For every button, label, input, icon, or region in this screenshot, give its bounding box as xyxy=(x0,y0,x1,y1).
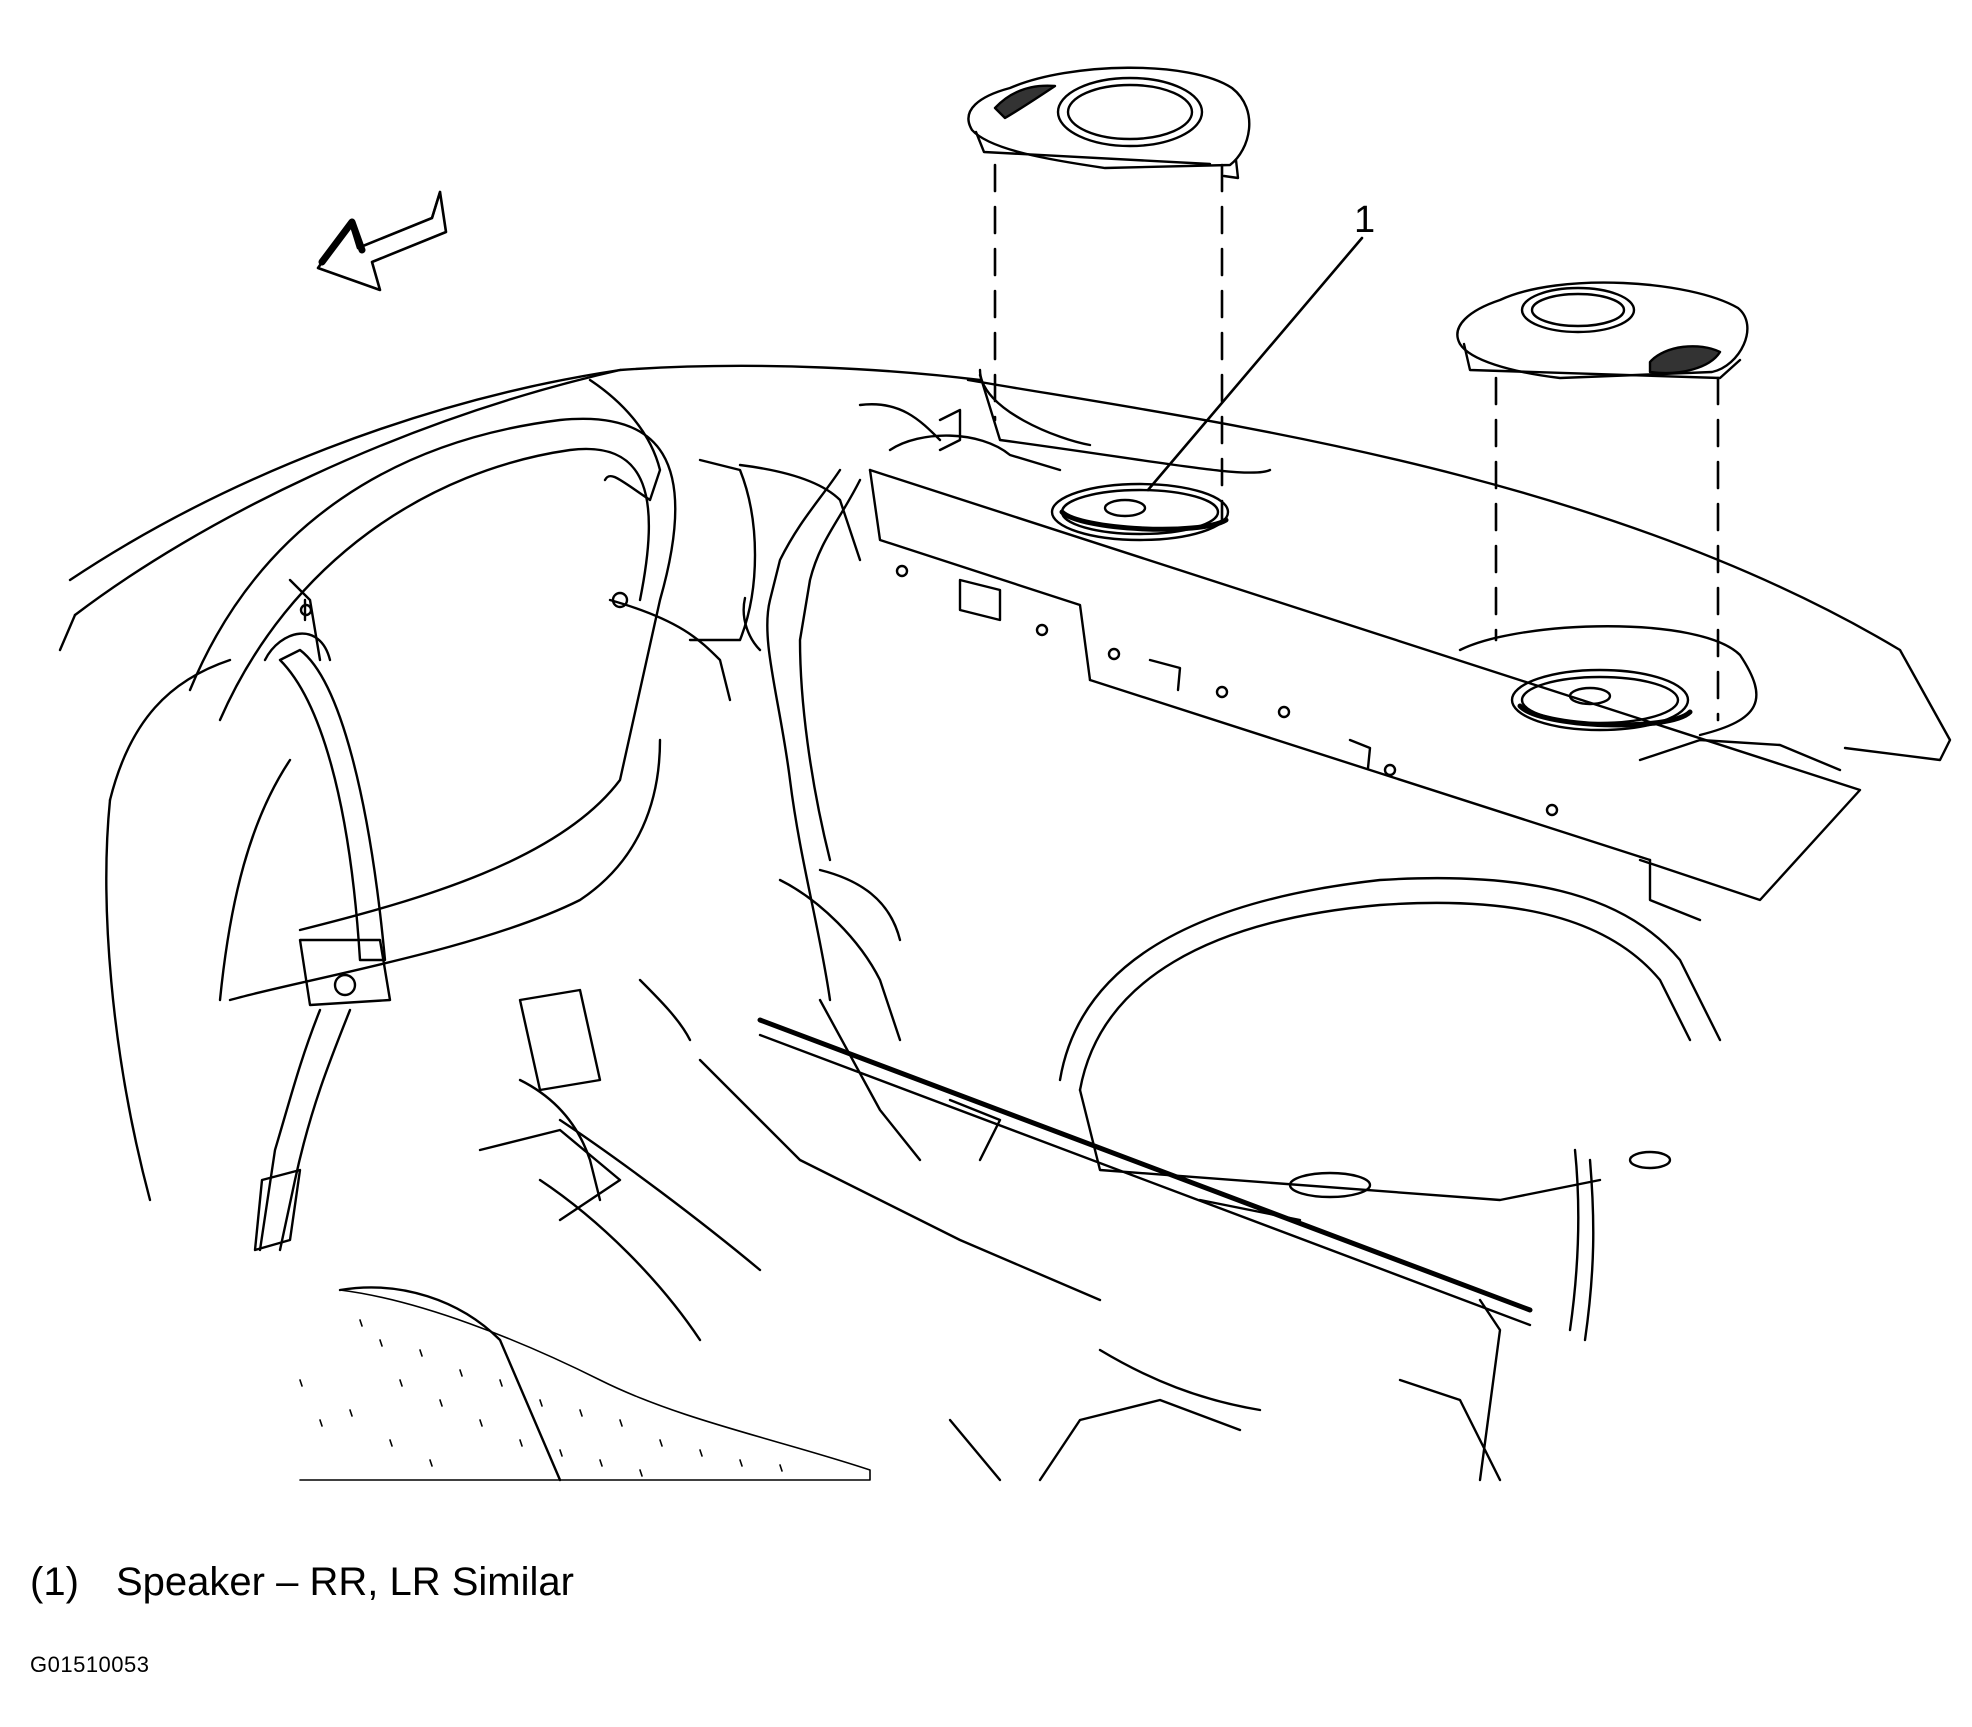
trunk-and-floor xyxy=(340,870,1720,1480)
rear-speaker-right xyxy=(1052,484,1228,540)
alignment-dashed-lines xyxy=(995,165,1718,720)
rear-speaker-left xyxy=(1512,670,1690,730)
forward-direction-arrow xyxy=(318,192,446,290)
floor-carpet xyxy=(300,1290,870,1480)
c-pillar-trim xyxy=(590,380,960,1000)
shelf-fastener-holes xyxy=(897,566,1557,815)
left-quarter-trim xyxy=(60,366,980,1200)
rear-speaker-grille-upper xyxy=(968,68,1249,178)
legend-description: Speaker – RR, LR Similar xyxy=(116,1560,574,1604)
callout-number-1: 1 xyxy=(1354,199,1375,241)
legend-number: (1) xyxy=(30,1560,79,1604)
speaker-location-diagram: 1 xyxy=(0,0,1972,1500)
callout-leader-line-1 xyxy=(1148,238,1362,490)
legend: (1) Speaker – RR, LR Similar xyxy=(30,1560,574,1605)
package-shelf xyxy=(870,370,1950,920)
figure-id: G01510053 xyxy=(30,1652,150,1677)
rear-speaker-grille-lower xyxy=(1457,283,1747,378)
rear-seat-belt xyxy=(255,580,390,1250)
